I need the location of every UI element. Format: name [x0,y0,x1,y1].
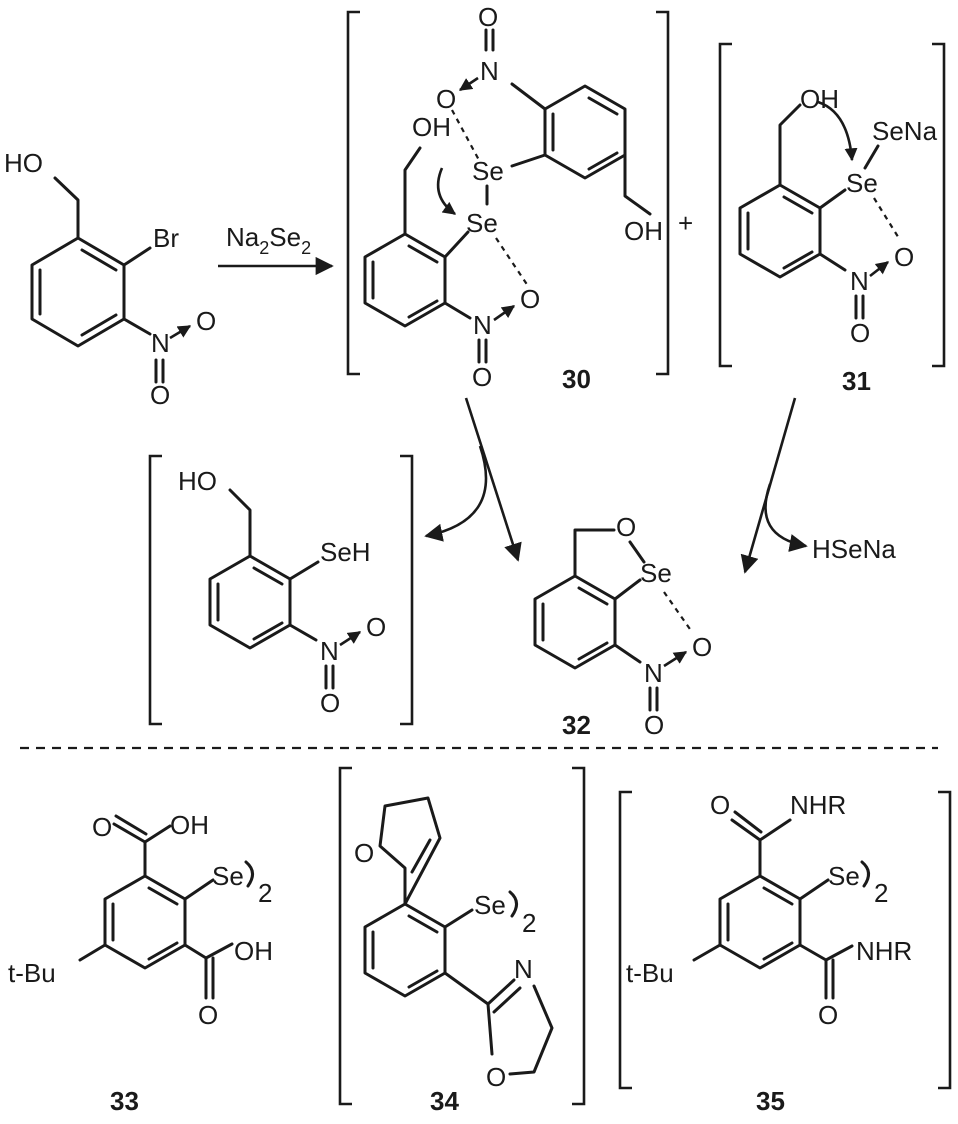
cyclization-arrows: HSeNa [424,397,896,574]
atom-n: N [514,954,533,984]
atom-o: O [850,318,870,348]
atom-nhr: NHR [856,936,912,966]
atom-o: O [478,2,498,32]
compound-35: O NHR Se 2 O NHR t-Bu 35 [618,790,952,1116]
compound-number-35: 35 [756,1086,785,1116]
atom-se: Se [640,558,672,588]
atom-o: O [436,84,456,114]
right-bracket [572,766,586,1106]
atom-se: Se [828,861,860,891]
atom-oh: OH [234,936,273,966]
atom-oh: OH [170,810,209,840]
left-bracket [338,766,352,1106]
atom-nhr: NHR [790,790,846,820]
atom-o: O [320,688,340,718]
byproduct-label: HSeNa [812,534,896,564]
atom-o: O [520,284,540,314]
left-bracket [618,790,632,1090]
atom-o: O [710,790,730,820]
atom-se: Se [846,168,878,198]
atom-n: N [473,310,492,340]
intermediate-30: N O O Se Se OH OH N O O 30 [346,2,670,394]
atom-o: O [644,710,664,740]
reagent-label: Na2Se2 [226,222,311,258]
compound-34: O Se 2 N O 34 [338,766,586,1116]
atom-o: O [150,380,170,410]
atom-br: Br [153,223,179,253]
atom-o: O [616,512,636,542]
selenol-intermediate: HO SeH N O O [148,454,414,726]
atom-o: O [92,812,112,842]
atom-oh: OH [412,112,451,142]
atom-o: O [354,838,374,868]
right-bracket [656,10,670,376]
atom-tbu: t-Bu [8,958,56,988]
reagent-arrow: Na2Se2 [218,222,334,276]
subscript-2: 2 [522,908,536,938]
atom-o: O [198,1000,218,1030]
atom-o: O [818,1000,838,1030]
subscript-2: 2 [874,878,888,908]
compound-number-30: 30 [562,364,591,394]
atom-oh: OH [624,216,663,246]
atom-seh: SeH [320,537,371,567]
right-bracket [938,790,952,1090]
atom-se: Se [472,156,504,186]
left-bracket [346,10,360,376]
compound-number-34: 34 [430,1086,459,1116]
compound-number-33: 33 [110,1086,139,1116]
left-bracket [148,454,162,726]
atom-n: N [644,658,663,688]
atom-se: Se [474,890,506,920]
atom-ho: HO [4,148,43,178]
right-bracket [932,42,946,368]
plus-sign: + [678,208,693,238]
atom-n: N [320,636,339,666]
right-bracket [400,454,414,726]
atom-o: O [366,612,386,642]
atom-o: O [692,632,712,662]
starting-material: HO Br N O O [4,148,216,410]
product-32: O Se N O O 32 [533,512,712,740]
atom-o: O [196,306,216,336]
compound-number-31: 31 [842,366,871,396]
intermediate-31: OH Se SeNa N O O 31 [718,42,946,396]
atom-n: N [480,56,499,86]
atom-o: O [894,242,914,272]
compound-number-32: 32 [562,710,591,740]
left-bracket [718,42,732,368]
atom-n: N [151,328,170,358]
compound-33: O OH Se 2 O OH t-Bu 33 [8,810,273,1116]
atom-ho: HO [178,466,217,496]
atom-tbu: t-Bu [626,958,674,988]
atom-n: N [850,266,869,296]
atom-sena: SeNa [872,116,938,146]
subscript-2: 2 [258,878,272,908]
atom-se: Se [466,208,498,238]
atom-se: Se [212,861,244,891]
atom-o: O [486,1062,506,1092]
atom-o: O [472,362,492,392]
